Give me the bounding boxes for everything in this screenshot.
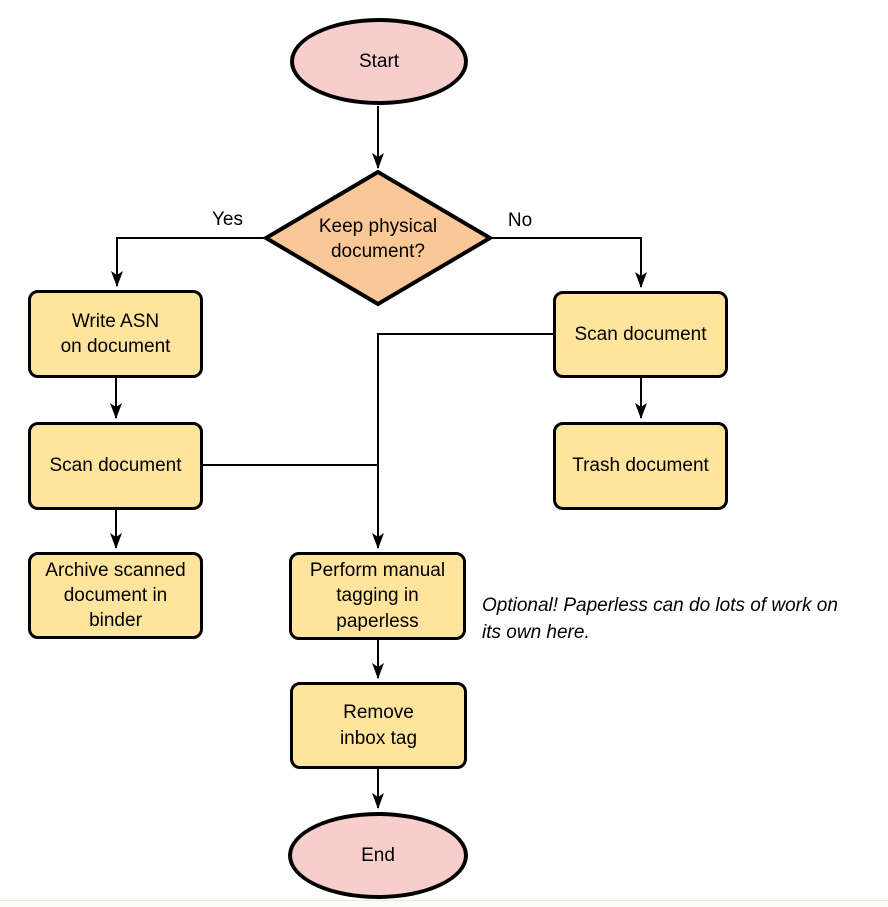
node-write-asn-label: Write ASN on document	[60, 310, 171, 357]
node-scan-document-right-label: Scan document	[574, 323, 707, 345]
node-start-label: Start	[358, 50, 400, 72]
node-remove-inbox-tag-label: Remove inbox tag	[339, 702, 418, 749]
edge-decision-no	[490, 237, 647, 288]
node-write-asn: Write ASN on document	[28, 290, 203, 378]
edge-scanright-to-tagging	[372, 333, 553, 549]
node-scan-document-left-label: Scan document	[49, 455, 182, 477]
edge-label-yes: Yes	[212, 209, 243, 230]
node-start: Start	[290, 18, 468, 105]
node-remove-inbox-tag: Remove inbox tag	[290, 682, 467, 769]
node-scan-document-right: Scan document	[553, 291, 728, 378]
node-manual-tagging-label: Perform manual tagging in paperless	[309, 560, 446, 632]
edge-label-no: No	[507, 210, 533, 231]
node-decision-label-wrap: Keep physical document?	[288, 214, 468, 264]
decision-diamond-shape	[262, 169, 494, 307]
node-trash-document: Trash document	[553, 422, 728, 510]
node-decision-label: Keep physical document?	[318, 216, 438, 263]
node-scan-document-left: Scan document	[28, 422, 203, 510]
note-optional: Optional! Paperless can do lots of work …	[482, 595, 838, 643]
node-trash-document-label: Trash document	[572, 455, 709, 477]
node-archive-binder-label: Archive scanned document in binder	[45, 559, 186, 632]
node-archive-binder: Archive scanned document in binder	[28, 552, 203, 639]
edge-decision-yes	[111, 237, 266, 287]
node-end-label: End	[361, 844, 395, 866]
node-manual-tagging: Perform manual tagging in paperless	[289, 552, 466, 640]
canvas-bottom-edge	[0, 900, 888, 907]
node-end: End	[288, 812, 468, 899]
